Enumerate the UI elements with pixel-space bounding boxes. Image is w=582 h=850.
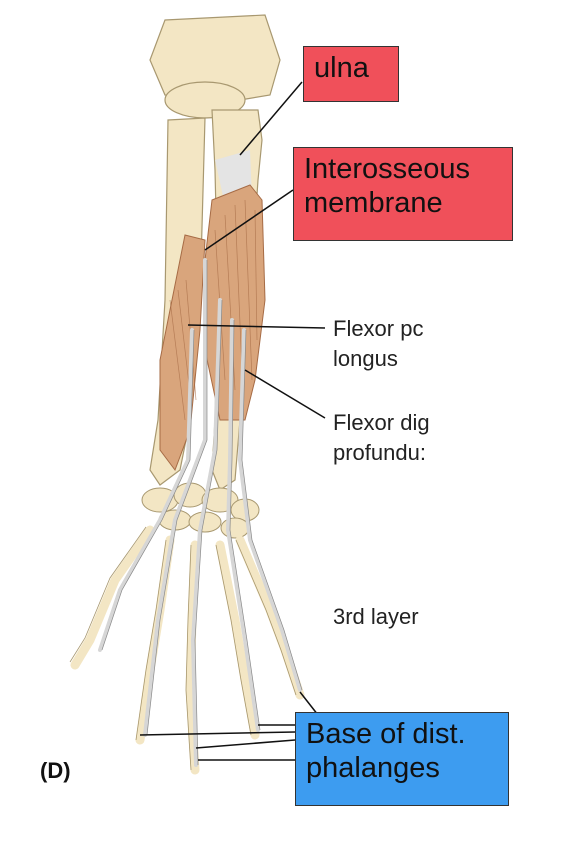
fdp-label-line-2: profundu: [333, 440, 426, 465]
fdp-label-line-1: Flexor dig [333, 410, 430, 435]
humerus-bone [149, 14, 281, 119]
interosseous-callout-line-2: membrane [304, 187, 443, 219]
flexor-digitorum-profundus-label: Flexor dig profundu: [333, 408, 468, 468]
ulna-callout-label: ulna [314, 52, 369, 84]
layer-label: 3rd layer [333, 604, 419, 629]
ulna-callout: ulna [303, 46, 399, 102]
digit-bone-outlines [69, 526, 297, 771]
interosseous-membrane-callout: Interosseous membrane [293, 147, 513, 241]
base-callout-line-2: phalanges [306, 752, 440, 784]
flexor-pollicis-longus-label: Flexor pc longus [333, 314, 468, 374]
leader-lines [139, 81, 326, 761]
base-callout-line-1: Base of dist. [306, 718, 466, 750]
flexor-pollicis-longus-muscle [159, 234, 206, 472]
fpl-label-line-2: longus [333, 346, 398, 371]
base-of-distal-phalanges-callout: Base of dist. phalanges [295, 712, 509, 806]
flexor-tendons [98, 258, 302, 767]
panel-letter: (D) [40, 758, 71, 783]
interosseous-callout-line-1: Interosseous [304, 153, 471, 185]
fpl-label-line-1: Flexor pc [333, 316, 424, 341]
tendon-outlines [101, 260, 303, 766]
